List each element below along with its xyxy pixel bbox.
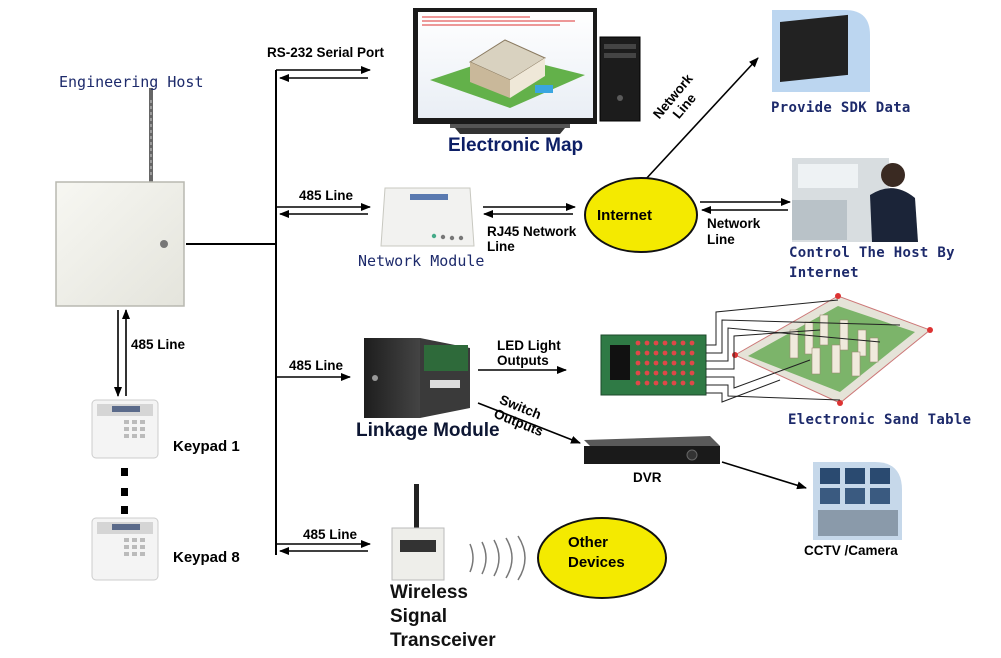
led-dot [689, 360, 695, 366]
led-control-board [600, 334, 707, 396]
led-dot [635, 340, 641, 346]
network-module-device [380, 187, 475, 247]
led-dot [689, 350, 695, 356]
keypad-1-label: Keypad 1 [173, 438, 240, 455]
led-dot [653, 380, 659, 386]
sand-table-label: Electronic Sand Table [788, 412, 972, 428]
led-dot [680, 350, 686, 356]
led-dot [689, 340, 695, 346]
led-dot [662, 360, 668, 366]
led-dot [635, 350, 641, 356]
led-dot [653, 360, 659, 366]
signal-waves [469, 535, 526, 581]
led-dot [680, 380, 686, 386]
internet-ellipse [584, 177, 698, 253]
pc-tower [599, 36, 641, 122]
led-dot [644, 370, 650, 376]
led-dot [680, 370, 686, 376]
keypad-dots [121, 468, 128, 514]
dvr-device [584, 436, 720, 464]
line-485-keypad-label: 485 Line [131, 337, 186, 352]
led-dot [662, 380, 668, 386]
network-module-label: Network Module [358, 252, 485, 270]
network-line-right-label: Network Line [707, 216, 761, 247]
wireless-transceiver-device [391, 484, 445, 581]
led-dot [653, 370, 659, 376]
wireless-label: Wireless Signal Transceiver [390, 582, 496, 651]
sand-table-wires [706, 299, 901, 403]
other-devices-label: Other Devices [568, 534, 625, 571]
rs232-label: RS-232 Serial Port [267, 45, 385, 60]
led-dot [671, 340, 677, 346]
led-dot [644, 380, 650, 386]
led-dot [635, 360, 641, 366]
line-485-linkage-label: 485 Line [289, 358, 344, 373]
led-dot [689, 370, 695, 376]
led-dot [644, 340, 650, 346]
led-outputs-label: LED Light Outputs [497, 338, 561, 368]
led-dot [653, 340, 659, 346]
provide-sdk-label: Provide SDK Data [771, 100, 911, 116]
keypad-8-device [91, 517, 159, 581]
sand-table-model [732, 293, 933, 406]
keypad-1-device [91, 399, 159, 459]
keypad-8-label: Keypad 8 [173, 549, 240, 566]
linkage-module-label: Linkage Module [356, 420, 500, 441]
led-dot [671, 370, 677, 376]
internet-label: Internet [597, 207, 653, 224]
led-dot [662, 340, 668, 346]
linkage-module-device [364, 338, 470, 418]
led-dot [689, 380, 695, 386]
electronic-map-label: Electronic Map [448, 135, 584, 156]
led-dot [653, 350, 659, 356]
led-dot [662, 350, 668, 356]
electronic-map-monitor [413, 8, 597, 134]
sdk-data-panel [772, 10, 870, 92]
led-dot [662, 370, 668, 376]
rj45-label: RJ45 Network Line [487, 224, 577, 254]
engineering-host-device [55, 88, 185, 307]
cctv-label: CCTV /Camera [804, 543, 898, 558]
led-dot [635, 380, 641, 386]
led-dot [680, 360, 686, 366]
led-dot [671, 350, 677, 356]
led-dot [644, 350, 650, 356]
line-485-wireless-label: 485 Line [303, 527, 358, 542]
dvr-label: DVR [633, 470, 662, 485]
led-dot [671, 360, 677, 366]
line-485-network-label: 485 Line [299, 188, 354, 203]
engineering-host-label: Engineering Host [59, 73, 204, 91]
led-dot [680, 340, 686, 346]
control-center-photo [792, 158, 918, 242]
control-host-label: Control The Host By Internet [789, 245, 955, 281]
led-dot [671, 380, 677, 386]
other-devices-ellipse [537, 517, 667, 599]
led-dot [644, 360, 650, 366]
cctv-photo [813, 462, 902, 540]
led-dot [635, 370, 641, 376]
